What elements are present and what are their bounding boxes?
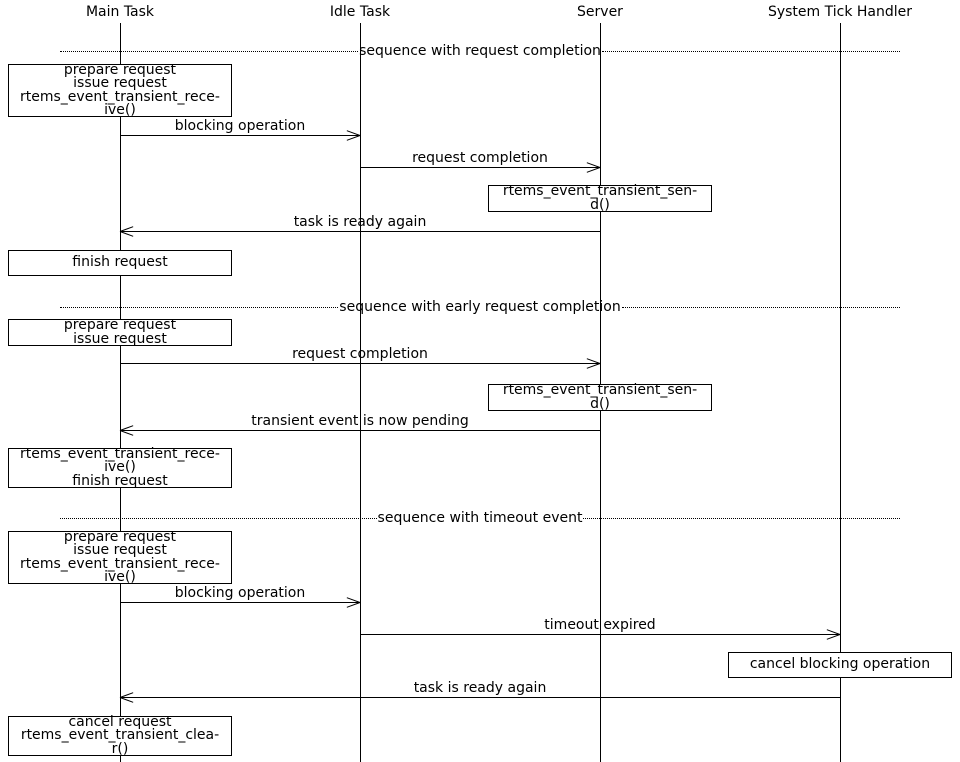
message-label: task is ready again [413,680,547,696]
section-divider: sequence with timeout event [60,509,900,527]
message-label: timeout expired [544,617,656,633]
lifeline-title-main-task: Main Task [85,4,155,20]
activity-box: cancel request rtems_event_transient_cle… [8,715,232,756]
message-arrow: task is ready again [120,214,600,232]
section-divider: sequence with early request completion [60,298,900,316]
section-divider: sequence with request completion [60,42,900,60]
message-arrow: timeout expired [360,617,840,635]
activity-box: prepare request issue request rtems_even… [8,63,232,117]
section-divider-label: sequence with early request completion [339,299,621,315]
lifeline-title-idle-task: Idle Task [329,4,391,20]
message-label: blocking operation [174,585,306,601]
lifeline-main-task [120,23,121,762]
lifeline-system-tick-handler [840,23,841,762]
section-divider-label: sequence with timeout event [377,510,583,526]
activity-box: cancel blocking operation [728,652,952,678]
lifeline-title-server: Server [577,4,623,20]
message-arrow: transient event is now pending [120,413,600,431]
activity-box: finish request [8,250,232,276]
activity-box: rtems_event_transient_sen- d() [488,383,712,411]
section-divider-label: sequence with request completion [359,43,601,59]
message-arrow: blocking operation [120,118,360,136]
message-label: transient event is now pending [251,413,469,429]
message-label: request completion [412,150,548,166]
message-label: task is ready again [293,214,427,230]
message-arrow: blocking operation [120,585,360,603]
activity-box: prepare request issue request [8,318,232,346]
message-arrow: request completion [120,346,600,364]
activity-box: prepare request issue request rtems_even… [8,530,232,584]
activity-box: rtems_event_transient_rece- ive() finish… [8,447,232,488]
message-arrow: task is ready again [120,680,840,698]
lifeline-idle-task [360,23,361,762]
message-label: blocking operation [174,118,306,134]
message-arrow: request completion [360,150,600,168]
activity-box: rtems_event_transient_sen- d() [488,184,712,212]
message-label: request completion [292,346,428,362]
lifeline-title-system-tick-handler: System Tick Handler [767,4,913,20]
